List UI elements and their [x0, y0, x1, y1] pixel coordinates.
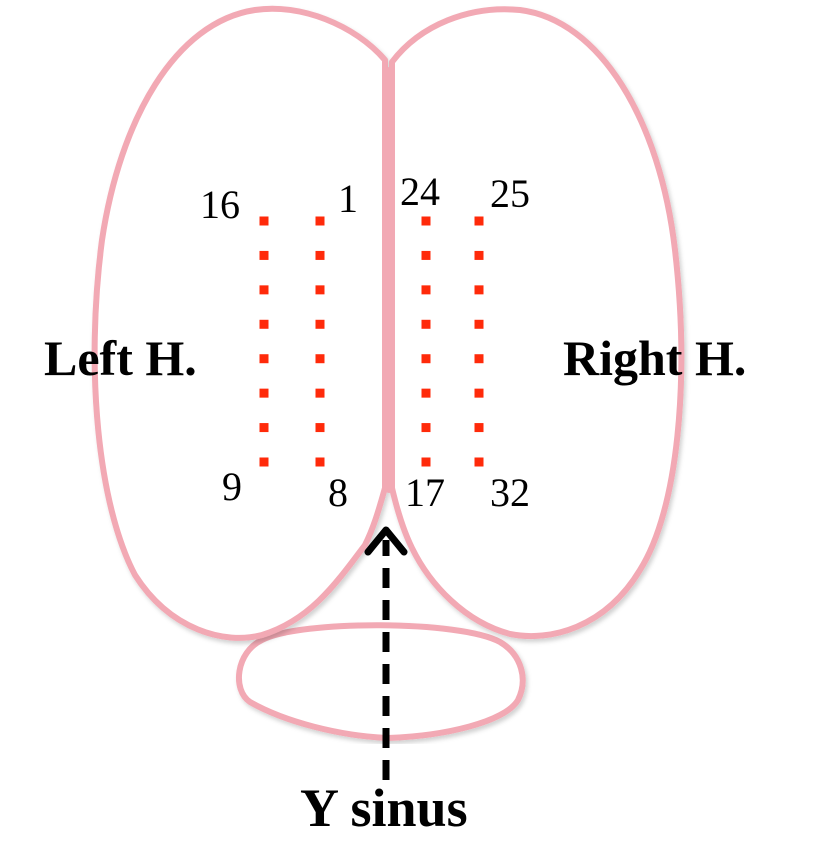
electrode-dot — [421, 423, 431, 433]
electrode-dot — [315, 423, 325, 433]
right-hemisphere-label: Right H. — [563, 330, 746, 386]
left-hemisphere-label: Left H. — [44, 330, 197, 386]
electrode-dot — [315, 457, 325, 467]
electrode-array — [259, 216, 484, 467]
electrode-dot — [259, 423, 269, 433]
electrode-label-25: 25 — [490, 171, 530, 216]
cerebellum-outline — [235, 622, 526, 741]
electrode-label-9: 9 — [222, 464, 242, 509]
electrode-dot — [421, 457, 431, 467]
electrode-dot — [421, 354, 431, 364]
electrode-dot — [259, 354, 269, 364]
electrode-dot — [315, 319, 325, 329]
electrode-dot — [315, 388, 325, 398]
electrode-dot — [259, 457, 269, 467]
electrode-label-17: 17 — [405, 470, 445, 515]
electrode-dot — [259, 216, 269, 226]
sinus-label: Y sinus — [300, 778, 468, 838]
electrode-dot — [474, 354, 484, 364]
electrode-dot — [421, 388, 431, 398]
electrode-dot — [315, 216, 325, 226]
electrode-dot — [474, 319, 484, 329]
electrode-dot — [474, 423, 484, 433]
electrode-dot — [315, 285, 325, 295]
electrode-dot — [474, 388, 484, 398]
right-hemisphere-outline — [389, 6, 685, 640]
electrode-dot — [474, 285, 484, 295]
electrode-dot — [421, 250, 431, 260]
electrode-dot — [259, 285, 269, 295]
left-hemisphere-outline — [91, 5, 388, 641]
electrode-dot — [259, 319, 269, 329]
electrode-label-32: 32 — [490, 470, 530, 515]
electrode-label-1: 1 — [338, 176, 358, 221]
electrode-dot — [421, 319, 431, 329]
electrode-dot — [474, 250, 484, 260]
electrode-dot — [315, 354, 325, 364]
electrode-label-24: 24 — [400, 169, 440, 214]
electrode-dot — [474, 457, 484, 467]
electrode-label-16: 16 — [200, 182, 240, 227]
electrode-dot — [421, 285, 431, 295]
electrode-dot — [259, 250, 269, 260]
electrode-dot — [259, 388, 269, 398]
sinus-arrow-head — [364, 526, 408, 556]
electrode-dot — [421, 216, 431, 226]
electrode-label-8: 8 — [328, 470, 348, 515]
electrode-dot — [315, 250, 325, 260]
electrode-dot — [474, 216, 484, 226]
